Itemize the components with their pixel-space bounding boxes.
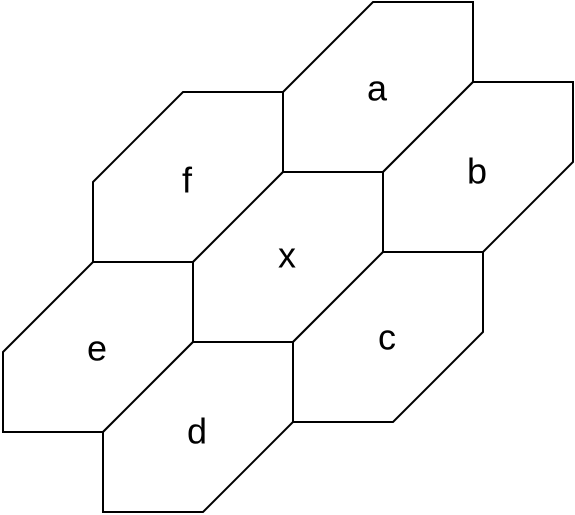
cell-d (102, 341, 294, 513)
cell-c-label: c (378, 317, 396, 358)
cell-b-label: b (467, 151, 487, 192)
cell-f-label: f (182, 160, 193, 201)
cell-d-label: d (187, 411, 207, 452)
cell-e-label: e (87, 328, 107, 369)
cell-x-label: x (278, 235, 296, 276)
cell-a-label: a (367, 68, 388, 109)
